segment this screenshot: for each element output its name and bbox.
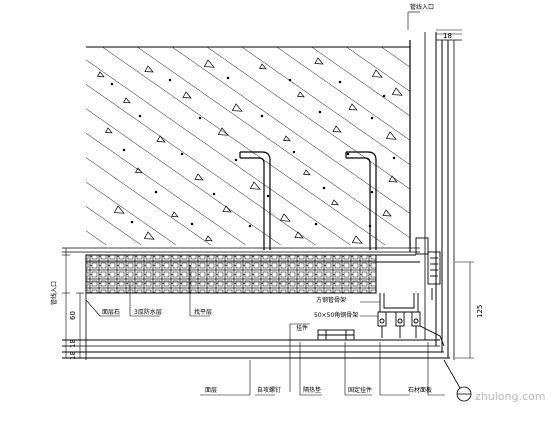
pipe-left [239,151,271,250]
fixing-block [317,329,355,341]
label-angle-steel: 50×50角钢骨架 [314,311,358,319]
steel-frame [377,293,445,347]
label-fix-hanger: 固定挂件 [348,386,372,394]
label-leveling: 找平层 [194,308,212,316]
detail-marker [443,359,472,402]
dim-right [436,29,474,359]
stone-layers [62,293,450,360]
dim-left-60: 60 [69,311,77,320]
right-cladding [424,32,462,360]
side-callout-text: 管线入口 [50,281,58,305]
leveling-layer [62,244,420,253]
label-screw: 自攻螺钉 [257,386,281,394]
label-steel-tube: 方钢管骨架 [316,296,346,304]
label-waterproof: 3厚防水层 [134,308,162,316]
leader-lines [85,11,445,396]
top-callout-text: 管线入口 [410,3,434,11]
label-stone-panel: 石材面板 [408,386,432,394]
pipe-right [345,151,377,250]
label-insulation: 隔热垫 [303,386,321,394]
dim-top-18: 18 [443,32,452,40]
dim-left [62,248,84,359]
dim-left-18b: 18 [69,351,77,360]
watermark: zhulong.com [475,390,545,403]
dim-left-18a: 18 [69,339,77,348]
label-face: 面层 [205,387,217,394]
concrete-slab [86,40,411,248]
aggregate-marks [97,57,403,244]
label-surface-stone: 面层石 [102,309,120,316]
label-hanger: 挂件 [296,324,308,332]
dim-right-125: 125 [476,305,484,318]
tile-band [85,254,377,294]
corner-bracket [376,237,441,300]
